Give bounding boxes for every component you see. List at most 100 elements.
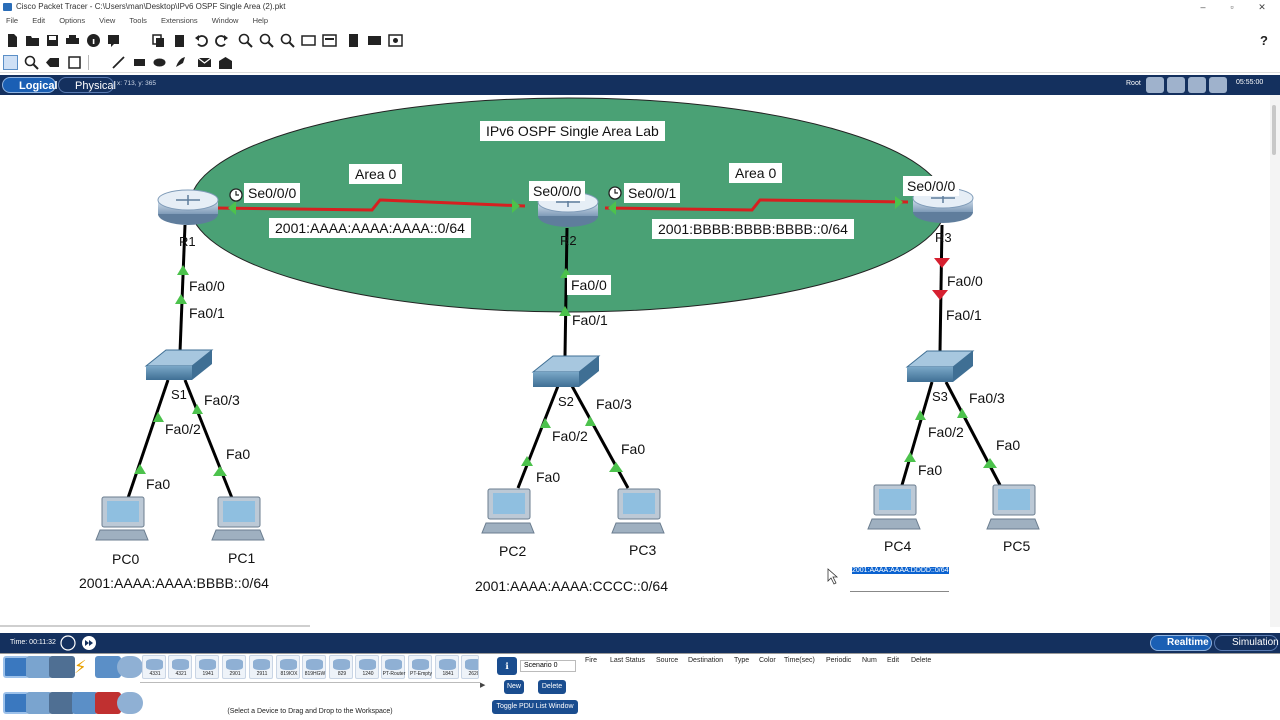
scenario-select[interactable]: Scenario 0 xyxy=(520,660,576,672)
info-icon[interactable] xyxy=(86,33,101,48)
scenario-info-icon[interactable]: ℹ xyxy=(497,657,517,675)
delete-tool-icon[interactable] xyxy=(45,55,60,70)
router-r1-icon[interactable] xyxy=(157,189,219,225)
device-tile[interactable]: PT-Empty xyxy=(408,655,432,679)
link-s2-pc2[interactable] xyxy=(516,385,560,489)
device-tile[interactable]: 819IOX xyxy=(276,655,300,679)
tab-physical[interactable]: Physical xyxy=(58,77,116,93)
pc-pc1-icon[interactable] xyxy=(211,496,265,541)
link-s1-pc0[interactable] xyxy=(126,379,170,499)
help-icon[interactable]: ? xyxy=(1260,33,1268,48)
area-title-note[interactable]: IPv6 OSPF Single Area Lab xyxy=(480,121,665,141)
toggle-pdu-list-button[interactable]: Toggle PDU List Window xyxy=(492,700,578,714)
network-note-r2-r3[interactable]: 2001:BBBB:BBBB:BBBB::0/64 xyxy=(652,219,854,239)
move-object-icon[interactable] xyxy=(1188,77,1206,93)
network-note-r1-r2[interactable]: 2001:AAAA:AAAA:AAAA::0/64 xyxy=(269,218,471,238)
device-tile[interactable]: 2620 xyxy=(461,655,479,679)
undo-icon[interactable] xyxy=(194,33,209,48)
switches-subcategory-icon[interactable] xyxy=(26,692,52,714)
device-tile[interactable]: 4321 xyxy=(168,655,192,679)
device-tile[interactable]: PT-Router xyxy=(381,655,405,679)
device-tile[interactable]: 2901 xyxy=(222,655,246,679)
realtime-mode-button[interactable]: Realtime xyxy=(1150,635,1212,651)
horizontal-scroll-thumb[interactable] xyxy=(0,625,310,627)
menu-view[interactable]: View xyxy=(99,16,116,25)
device-tile[interactable]: 819HGW xyxy=(302,655,326,679)
simple-pdu-icon[interactable] xyxy=(197,55,212,70)
document-icon[interactable] xyxy=(346,33,361,48)
security-subcategory-icon[interactable] xyxy=(95,692,121,714)
misc-category-icon[interactable] xyxy=(95,656,121,678)
note-edit-box[interactable] xyxy=(850,566,949,592)
lan2-note[interactable]: 2001:AAAA:AAAA:CCCC::0/64 xyxy=(469,576,674,596)
redo-icon[interactable] xyxy=(214,33,229,48)
set-background-icon[interactable] xyxy=(1209,77,1227,93)
pc-pc0-icon[interactable] xyxy=(95,496,149,541)
switch-s3-icon[interactable] xyxy=(905,350,975,382)
custom-device-icon[interactable] xyxy=(322,33,337,48)
copy-icon[interactable] xyxy=(151,33,166,48)
network-info-icon[interactable] xyxy=(106,33,121,48)
pc-pc2-icon[interactable] xyxy=(481,488,535,534)
fast-forward-icon[interactable] xyxy=(81,635,97,651)
serial-link-r1-r2[interactable] xyxy=(214,198,526,212)
back-icon[interactable] xyxy=(1146,77,1164,93)
save-icon[interactable] xyxy=(45,33,60,48)
cluster-view-icon[interactable] xyxy=(1167,77,1185,93)
open-folder-icon[interactable] xyxy=(25,33,40,48)
menu-tools[interactable]: Tools xyxy=(129,16,147,25)
menu-help[interactable]: Help xyxy=(252,16,268,25)
multiuser-category-icon[interactable] xyxy=(117,656,143,678)
zoom-reset-icon[interactable] xyxy=(259,33,274,48)
image-icon[interactable] xyxy=(388,33,403,48)
device-tile[interactable]: 829 xyxy=(329,655,353,679)
components-category-icon[interactable] xyxy=(49,656,75,678)
drawing-palette-icon[interactable] xyxy=(301,33,316,48)
menu-extensions[interactable]: Extensions xyxy=(161,16,198,25)
simulation-mode-button[interactable]: Simulation xyxy=(1214,635,1279,651)
power-cycle-icon[interactable] xyxy=(60,635,76,651)
tab-logical[interactable]: Logical xyxy=(2,77,58,93)
area-note-2[interactable]: Area 0 xyxy=(729,163,783,183)
link-r3-s3[interactable] xyxy=(938,224,944,353)
note-edit-text[interactable]: 2001:AAAA:AAAA:DDDD::0/64 xyxy=(852,567,949,575)
hubs-subcategory-icon[interactable] xyxy=(49,692,75,714)
menu-window[interactable]: Window xyxy=(211,16,239,25)
pc-pc5-icon[interactable] xyxy=(986,484,1040,530)
device-tile[interactable]: 1841 xyxy=(435,655,459,679)
link-r2-s2[interactable] xyxy=(563,227,569,357)
zoom-out-icon[interactable] xyxy=(280,33,295,48)
close-icon[interactable]: ✕ xyxy=(1258,2,1266,12)
device-tile[interactable]: 1240 xyxy=(355,655,379,679)
wireless-subcategory-icon[interactable] xyxy=(72,692,98,714)
line-tool-icon[interactable] xyxy=(111,55,126,70)
vertical-scroll-thumb[interactable] xyxy=(1272,105,1276,155)
ellipse-tool-icon[interactable] xyxy=(152,55,167,70)
select-icon[interactable] xyxy=(3,55,18,70)
minimize-icon[interactable]: – xyxy=(1200,2,1206,12)
lan1-note[interactable]: 2001:AAAA:AAAA:BBBB::0/64 xyxy=(73,573,275,593)
device-tile[interactable]: 2911 xyxy=(249,655,273,679)
device-tile[interactable]: 1941 xyxy=(195,655,219,679)
vertical-scrollbar[interactable] xyxy=(1270,95,1280,627)
end-devices-category-icon[interactable] xyxy=(26,656,52,678)
wan-emulation-subcategory-icon[interactable] xyxy=(117,692,143,714)
maximize-icon[interactable]: ▫ xyxy=(1230,2,1234,12)
menu-file[interactable]: File xyxy=(6,16,19,25)
freeform-tool-icon[interactable] xyxy=(173,55,188,70)
switch-s1-icon[interactable] xyxy=(144,349,214,380)
expand-arrow-icon[interactable]: ▶ xyxy=(480,682,486,689)
complex-pdu-icon[interactable] xyxy=(218,55,233,70)
zoom-in-icon[interactable] xyxy=(238,33,253,48)
pc-pc3-icon[interactable] xyxy=(611,488,665,534)
cluster-icon[interactable] xyxy=(367,33,382,48)
inspect-icon[interactable] xyxy=(24,55,39,70)
new-scenario-button[interactable]: New xyxy=(504,680,524,694)
serial-link-r2-r3[interactable] xyxy=(604,198,909,212)
paste-icon[interactable] xyxy=(172,33,187,48)
pc-pc4-icon[interactable] xyxy=(867,484,921,530)
link-r1-s1[interactable] xyxy=(178,224,187,353)
print-icon[interactable] xyxy=(65,33,80,48)
rectangle-tool-icon[interactable] xyxy=(132,55,147,70)
connections-category-icon[interactable]: ⚡ xyxy=(74,657,87,677)
